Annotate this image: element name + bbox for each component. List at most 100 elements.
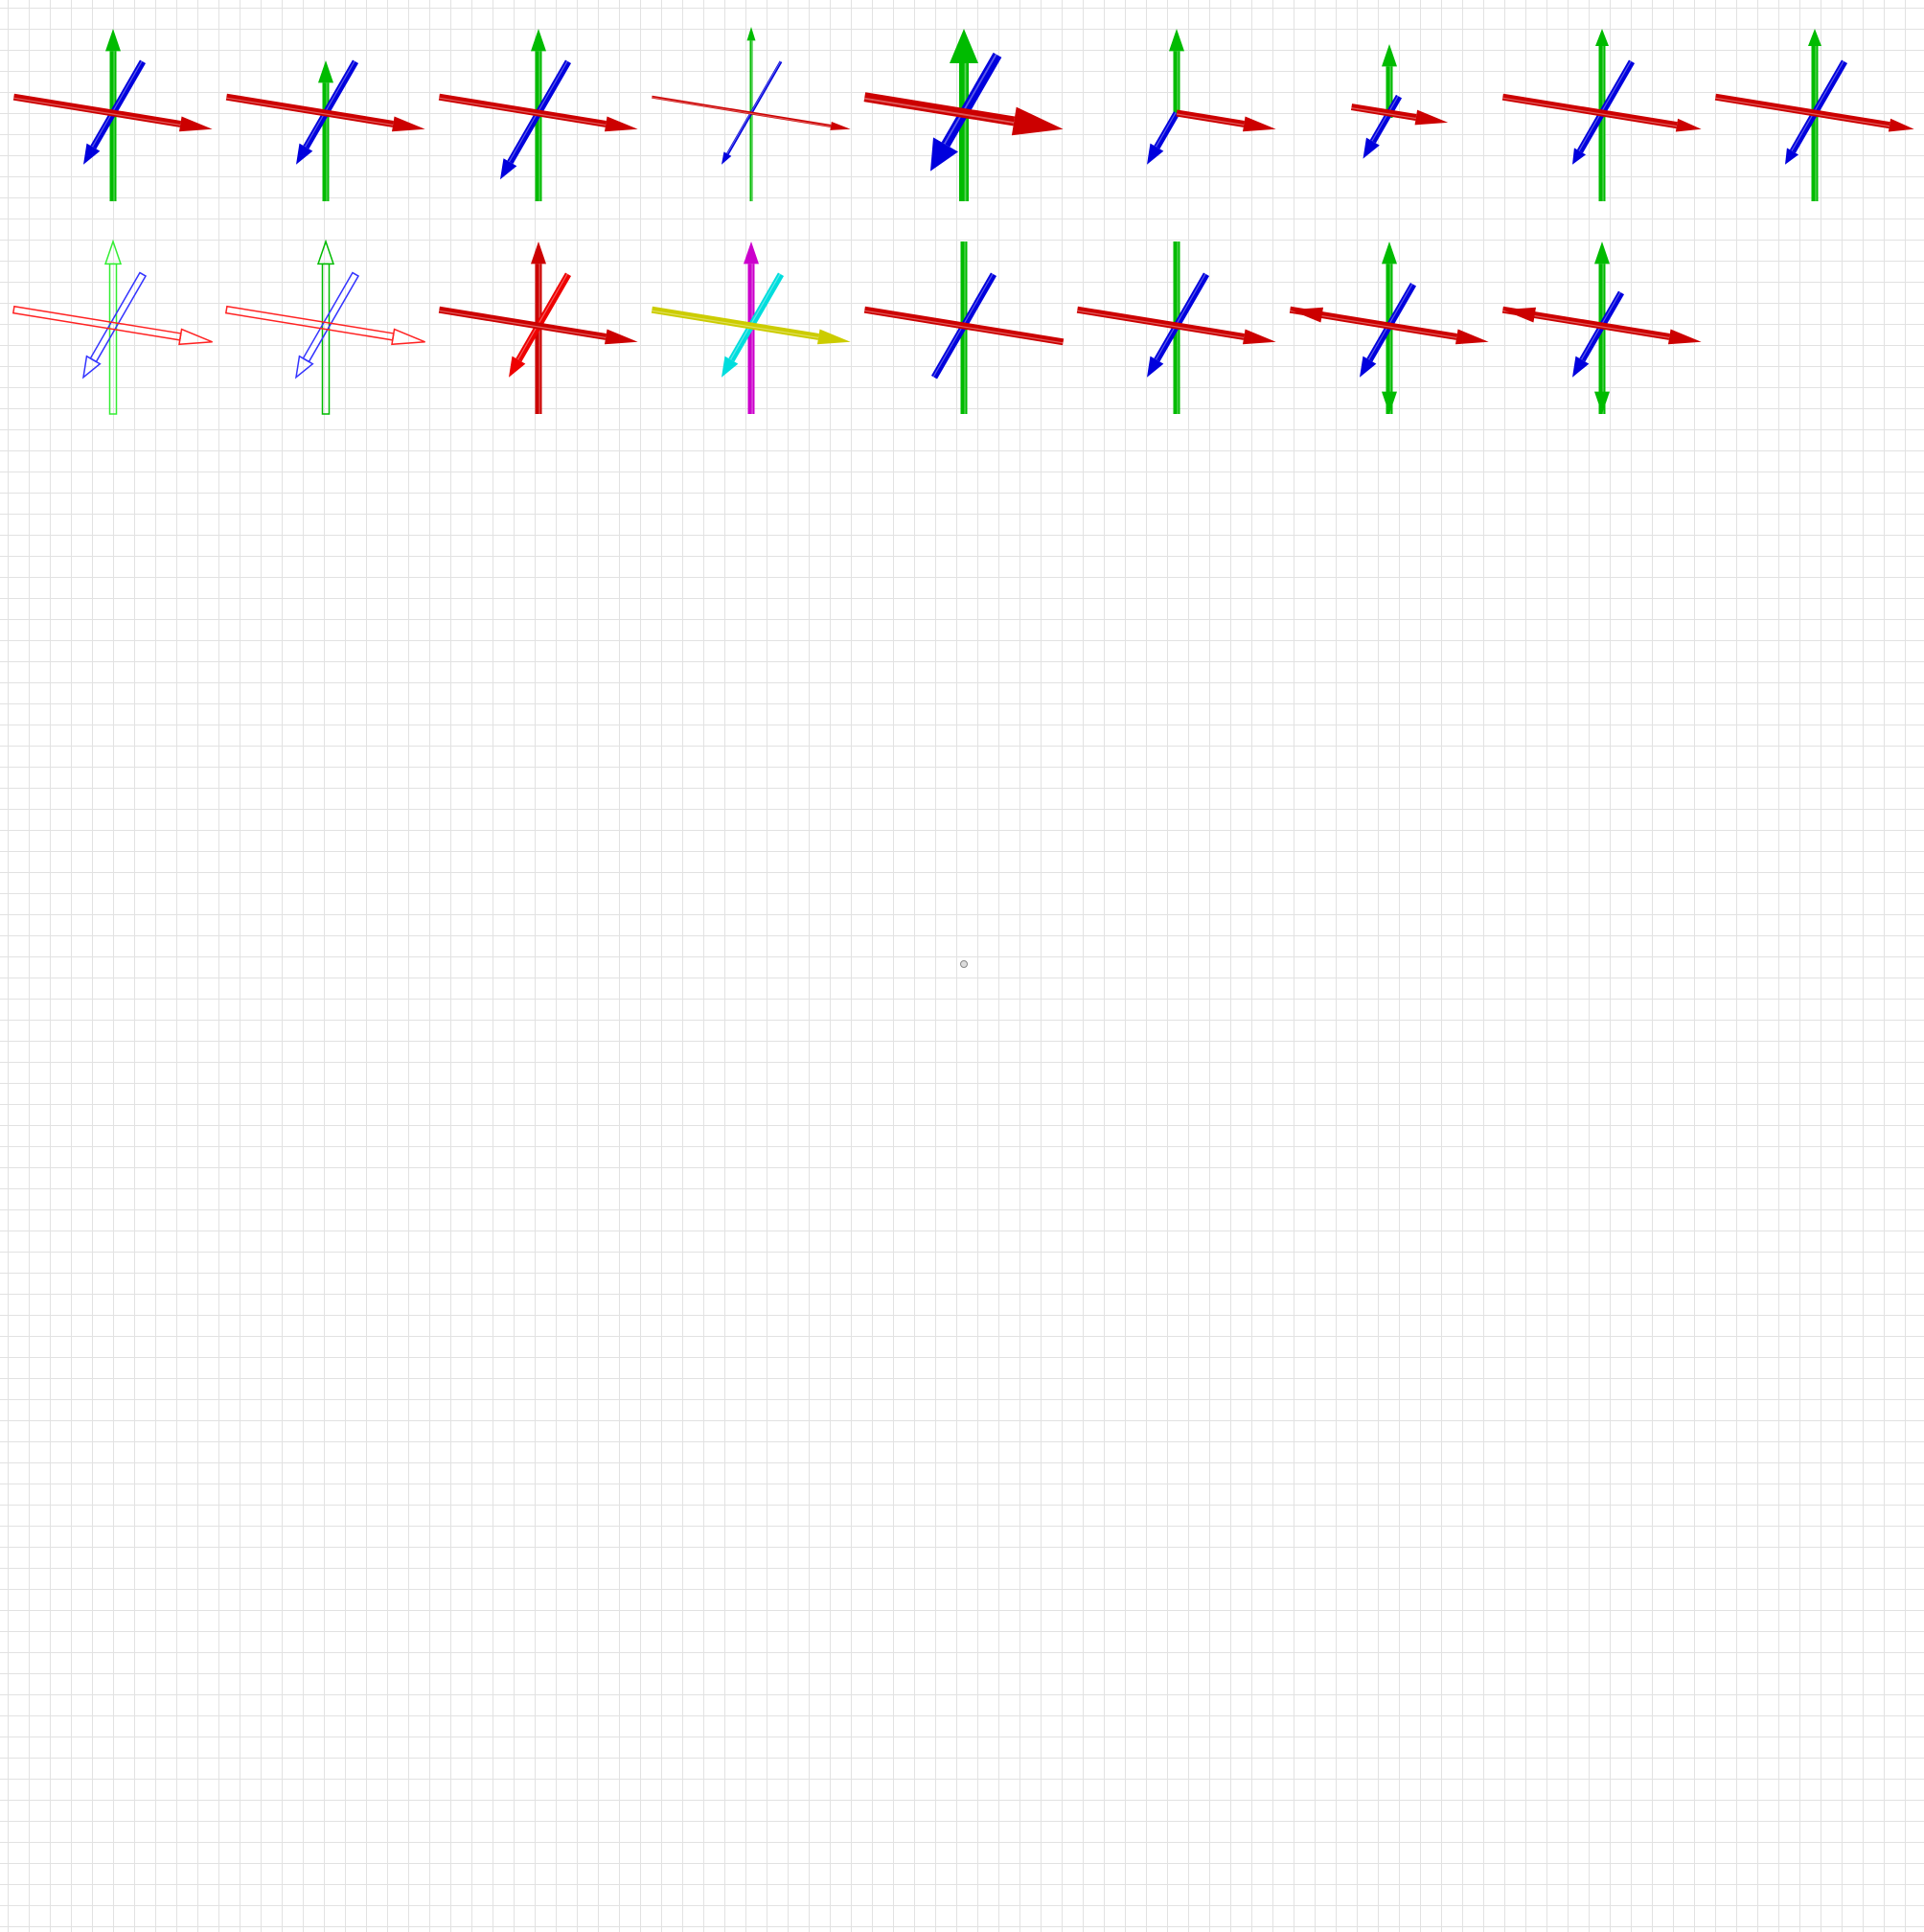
axis-shaft xyxy=(1366,282,1417,362)
arrowhead-icon xyxy=(1572,356,1590,378)
axis-gizmo xyxy=(438,242,638,414)
axis-shaft xyxy=(109,51,117,202)
arrowhead-icon xyxy=(1360,356,1377,378)
axis-shaft xyxy=(726,60,783,155)
arrowhead-icon xyxy=(1290,307,1324,323)
axis-shaft xyxy=(1501,93,1678,129)
arrowhead-icon xyxy=(1147,143,1164,165)
axis-shaft xyxy=(322,82,330,201)
axis-gizmo xyxy=(224,239,425,415)
axis-shaft-highlight xyxy=(1155,112,1177,148)
axis-gizmo xyxy=(1350,44,1449,159)
axis-shaft-highlight xyxy=(304,60,355,148)
axis-gizmo xyxy=(1714,29,1914,201)
axis-shaft-highlight xyxy=(439,310,607,339)
arrowhead-icon xyxy=(391,116,425,132)
axis-shaft xyxy=(108,263,118,415)
axis-shaft xyxy=(12,93,181,127)
arrowhead-icon xyxy=(531,29,546,52)
axis-shaft xyxy=(438,306,607,340)
arrowhead-icon xyxy=(1594,242,1610,264)
axis-gizmo xyxy=(652,27,851,202)
axis-shaft xyxy=(863,306,1065,346)
arrowhead-icon xyxy=(604,116,638,132)
arrowhead-icon xyxy=(930,137,958,172)
axis-shaft-highlight xyxy=(1077,310,1245,339)
arrowhead-icon xyxy=(1242,329,1276,345)
axis-shaft-highlight xyxy=(726,60,782,154)
axis-shaft xyxy=(1576,59,1636,153)
axis-gizmo xyxy=(438,29,638,202)
origin-marker xyxy=(960,960,968,968)
arrowhead-icon xyxy=(1382,44,1397,67)
axis-shaft xyxy=(1714,93,1890,129)
arrowhead-icon xyxy=(316,239,335,265)
arrowhead-icon xyxy=(1572,148,1587,165)
arrowhead-icon xyxy=(722,151,732,165)
arrowhead-icon xyxy=(1382,242,1397,264)
axis-gizmo xyxy=(863,242,1065,414)
axis-shaft xyxy=(652,95,832,127)
axis-shaft xyxy=(728,272,785,362)
axis-shaft xyxy=(90,59,147,150)
axis-shaft xyxy=(1811,46,1819,201)
axis-shaft-highlight xyxy=(652,97,832,127)
axis-gizmo xyxy=(1501,29,1702,201)
axis-shaft xyxy=(438,93,607,127)
arrowhead-icon xyxy=(531,242,546,264)
axis-shaft xyxy=(1386,264,1393,414)
axis-gizmo xyxy=(651,242,851,414)
arrowhead-icon xyxy=(1454,329,1489,345)
axis-gizmo xyxy=(863,29,1064,201)
arrowhead-icon xyxy=(816,329,851,345)
arrowhead-icon xyxy=(1169,29,1184,52)
arrowhead-icon xyxy=(318,60,333,83)
arrowhead-icon xyxy=(83,143,101,165)
axis-shaft-highlight xyxy=(1176,113,1245,126)
axis-shaft-highlight xyxy=(226,97,394,126)
axis-shaft xyxy=(1350,104,1417,121)
axis-shaft xyxy=(1501,306,1670,340)
axis-shaft-highlight xyxy=(1351,107,1416,120)
axis-shaft xyxy=(863,92,1016,126)
axis-gizmo xyxy=(225,59,425,201)
arrowhead-icon xyxy=(1785,148,1799,165)
arrowhead-icon xyxy=(1147,356,1164,378)
axis-shaft-highlight xyxy=(729,273,781,360)
axis-gizmo xyxy=(1076,242,1276,414)
axis-shaft xyxy=(535,51,542,202)
axis-shaft-highlight xyxy=(1371,95,1399,142)
arrowhead-icon xyxy=(746,27,756,41)
axis-shaft xyxy=(1369,94,1403,144)
axis-shaft-highlight xyxy=(1791,60,1844,151)
axis-shaft-highlight xyxy=(652,310,819,339)
arrowhead-icon xyxy=(1382,391,1397,414)
axis-shaft xyxy=(1289,306,1457,340)
axis-shaft xyxy=(225,93,394,127)
axis-shaft xyxy=(1154,111,1180,150)
axis-shaft xyxy=(1789,59,1848,153)
arrowhead-icon xyxy=(1363,137,1380,159)
axis-shaft-highlight xyxy=(864,310,1064,344)
arrowhead-icon xyxy=(1242,116,1276,132)
axis-shaft xyxy=(1176,109,1245,127)
axis-shaft-highlight xyxy=(1502,97,1677,127)
axis-shaft xyxy=(321,263,331,415)
arrowhead-icon xyxy=(830,122,851,130)
axis-shaft xyxy=(535,264,542,414)
axis-shaft-highlight xyxy=(1367,283,1413,360)
axis-gizmo xyxy=(1147,29,1276,165)
axis-shaft xyxy=(1598,264,1606,414)
axis-shaft xyxy=(224,305,395,341)
axis-shaft xyxy=(1173,51,1180,113)
axis-shaft xyxy=(747,264,755,414)
axis-shaft xyxy=(89,271,148,363)
axis-shaft xyxy=(1076,306,1245,340)
axis-shaft-highlight xyxy=(516,273,568,360)
arrowhead-icon xyxy=(509,356,526,378)
arrowhead-icon xyxy=(1502,307,1537,323)
arrowhead-icon xyxy=(1011,106,1064,136)
axis-shaft-highlight xyxy=(439,97,607,126)
